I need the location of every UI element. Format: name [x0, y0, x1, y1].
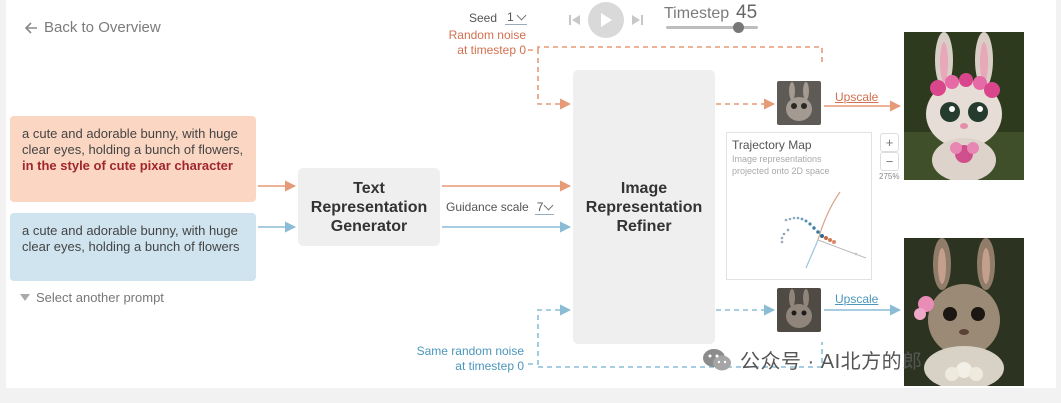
playback-controls: [568, 2, 644, 38]
upscaled-image-pixar-bunny: [904, 32, 1024, 180]
watermark: 公众号 · AI北方的郎: [702, 345, 923, 374]
seed-label: Seed: [469, 11, 497, 25]
random-noise-line1: Random noise: [420, 28, 526, 43]
refiner-line3: Refiner: [586, 217, 702, 236]
refiner-line2: Representation: [586, 198, 702, 217]
select-another-label: Select another prompt: [36, 290, 164, 305]
play-button[interactable]: [588, 2, 624, 38]
same-noise-line2: at timestep 0: [392, 359, 524, 374]
guidance-label: Guidance scale: [446, 200, 529, 215]
same-noise-line1: Same random noise: [392, 344, 524, 359]
skip-forward-icon[interactable]: [630, 13, 644, 27]
guidance-scale-control: Guidance scale 7: [446, 200, 554, 215]
zoom-level: 275%: [879, 172, 899, 181]
textgen-line2: Representation: [311, 198, 427, 217]
upscale-link-top[interactable]: Upscale: [835, 90, 878, 104]
seed-select[interactable]: 1: [505, 10, 527, 25]
prompt-b-text: a cute and adorable bunny, with huge cle…: [22, 223, 240, 254]
watermark-text: 公众号 · AI北方的郎: [740, 345, 923, 374]
noise-top-path: [528, 50, 570, 104]
textgen-line1: Text: [311, 179, 427, 198]
zoom-in-button[interactable]: +: [880, 133, 899, 152]
triangle-down-icon: [20, 294, 30, 301]
guidance-value: 7: [537, 200, 544, 214]
textgen-line3: Generator: [311, 217, 427, 236]
chevron-down-icon: [516, 10, 526, 20]
guidance-select[interactable]: 7: [535, 200, 555, 215]
timestep-slider-thumb[interactable]: [733, 22, 744, 33]
image-representation-refiner: Image Representation Refiner: [573, 70, 715, 344]
wechat-icon: [702, 347, 732, 373]
trajectory-plot: [726, 132, 872, 280]
text-representation-generator: Text Representation Generator: [298, 168, 440, 246]
bunny-thumbnail-image: [777, 81, 821, 125]
upscale-link-bottom[interactable]: Upscale: [835, 292, 878, 306]
noise-top-loop: [538, 47, 822, 66]
prompt-a-text: a cute and adorable bunny, with huge cle…: [22, 126, 243, 157]
select-another-prompt[interactable]: Select another prompt: [20, 290, 164, 305]
prompt-b-card[interactable]: a cute and adorable bunny, with huge cle…: [10, 213, 256, 281]
chevron-down-icon: [544, 200, 554, 210]
bunny-thumbnail-image: [777, 288, 821, 332]
generated-thumbnail-pixar[interactable]: [777, 81, 821, 125]
back-to-overview-link[interactable]: Back to Overview: [24, 19, 161, 36]
timestep-slider-track[interactable]: [666, 26, 758, 29]
prompt-a-highlight: in the style of cute pixar character: [22, 158, 233, 173]
seed-value: 1: [507, 10, 514, 24]
timestep-value: 45: [736, 2, 757, 24]
skip-back-icon[interactable]: [568, 13, 582, 27]
arrow-left-icon: [24, 21, 38, 35]
play-icon: [599, 12, 613, 28]
back-link-label: Back to Overview: [44, 19, 161, 36]
timestep-label: Timestep: [664, 5, 729, 23]
noise-bottom-path: [528, 310, 570, 364]
prompt-a-card[interactable]: a cute and adorable bunny, with huge cle…: [10, 116, 256, 202]
random-noise-label: Random noise at timestep 0: [420, 28, 526, 58]
same-random-noise-label: Same random noise at timestep 0: [392, 344, 524, 374]
zoom-out-button[interactable]: −: [880, 152, 899, 171]
generated-thumbnail-plain[interactable]: [777, 288, 821, 332]
refiner-line1: Image: [586, 179, 702, 198]
random-noise-line2: at timestep 0: [420, 43, 526, 58]
